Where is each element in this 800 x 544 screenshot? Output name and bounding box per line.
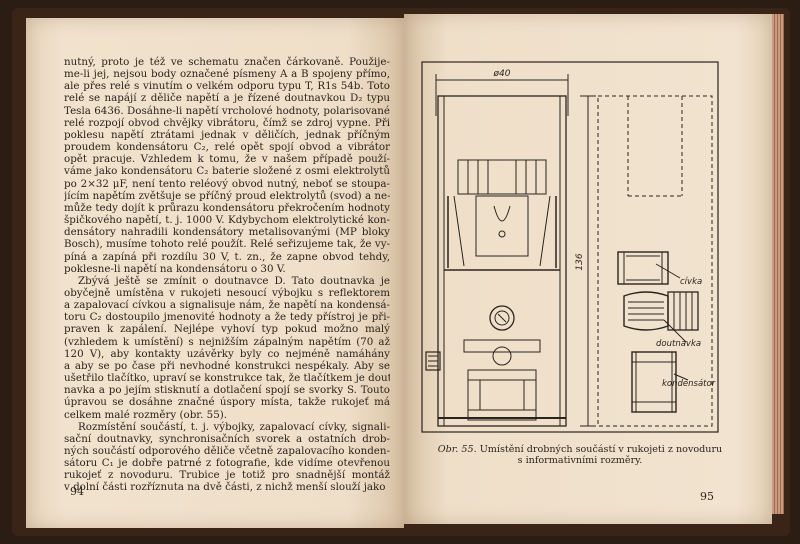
text-line: opět pracuje. Vzhledem k tomu, že v naše… [64,153,390,166]
text-line: úpravou se dosáhne značné úspory místa, … [64,396,390,409]
text-line: relé rozpojí obvod chvějky vibrátoru, čí… [64,116,390,129]
text-line: (vzhledem k umístění) s nejnižším zápaln… [64,335,390,348]
left-page-text: nutný, proto je též ve schematu značen č… [64,56,390,494]
text-line: špičkového napětí, t. j. 1000 V. Kdybych… [64,214,390,227]
text-line: me-li jej, nejsou body označené písmeny … [64,68,390,81]
caption-prefix: Obr. 55. [437,444,477,455]
text-line: Bosch), musíme tohoto relé použít. Relé … [64,238,390,251]
label-coil: cívka [680,277,702,287]
text-line: Zbývá ještě se zmínit o doutnavce D. Tat… [78,274,390,287]
caption-text: Umístění drobných součástí v rukojeti z … [479,444,723,455]
knob [489,305,515,331]
caption-line2: s informativními rozměry. [517,455,643,466]
text-line: jícím napětím zvětšuje se příčný proud e… [64,189,390,202]
figure-frame [421,61,719,433]
text-line: poklesu napětí ztrátami jednak v děličíc… [64,128,390,141]
glow-tube [467,369,537,421]
text-line: sační doutnavky, synchronisačních svorek… [64,432,390,445]
text-line: rukojeť z novoduru. Trubice je totiž pro… [64,469,390,482]
text-line: densátory nahradili kondensátory metalis… [64,226,390,239]
text-line: ných součástí odporového děliče včetně z… [64,445,390,457]
text-line: proudem kondensátoru C₂, relé opět spojí… [64,141,390,154]
text-line: obyčejně umístěna v rukojeti nesoucí výb… [64,286,390,299]
page-edges-right [772,14,784,514]
text-line: navka a po jejím stisknutí a dotlačení s… [64,384,390,397]
capacitor [631,351,677,413]
text-line: a aby se po čase při nevhodné konstrukci… [64,359,390,372]
text-line: sátoru C₁ je dobře patrné z fotografie, … [64,457,390,470]
text-line: píná a zapíná při rozdílu 30 V, t. zn., … [64,250,390,263]
text-line: Rozmístění součástí, t. j. výbojky, zapa… [78,420,390,433]
label-glow-lamp: doutnavka [656,339,701,349]
text-line: celkem malé rozměry (obr. 55). [64,408,228,421]
text-line: ale přes relé s vinutím o velkém odporu … [64,80,390,93]
text-line: nutný, proto je též ve schematu značen č… [64,56,390,68]
text-line: a zapalovací cívkou a signalisuje nám, ž… [64,299,390,312]
label-capacitor: kondensátor [662,379,716,389]
text-line: toru C₂ dostoupilo jmenovité hodnoty a ž… [64,311,390,324]
lamp-head [457,159,547,195]
coil [617,251,669,285]
text-line: praven k zapálení. Nejlépe vyhoví typ po… [64,323,390,336]
glow-lamp [623,291,669,331]
text-line: po 2×32 μF, není tento reléový obvod nut… [64,177,390,190]
dimension-side-label: 136 [575,253,585,270]
right-housing [597,95,713,427]
tube-body [437,95,567,427]
figure-caption: Obr. 55. Umístění drobných součástí v ru… [430,444,730,466]
text-line: Tesla 6436. Dosáhne-li napětí vrcholové … [64,104,390,117]
text-line: 120 V), aby kontakty uzávěrky byly co ne… [64,347,390,360]
text-line: poklesne-li napětí na kondensátoru o 30 … [64,262,286,275]
text-line: v dolní části rozříznuta na dvě části, z… [64,481,386,494]
left-page [26,18,404,528]
technical-drawing: ø40 136 cívka doutnavka kondensátor [421,61,719,433]
page-number-right: 95 [700,490,714,503]
text-line: může tedy dojít k průrazu kondensátoru p… [64,201,390,214]
text-line: váme jako kondensátoru C₂ baterie složen… [64,165,390,178]
text-line: relé se napájí z děliče napětí a je říze… [64,92,390,105]
page-number-left: 94 [70,485,84,498]
text-line: ušetřilo tlačítko, upraví se konstrukce … [64,372,390,385]
dimension-top-label: ø40 [493,69,511,79]
